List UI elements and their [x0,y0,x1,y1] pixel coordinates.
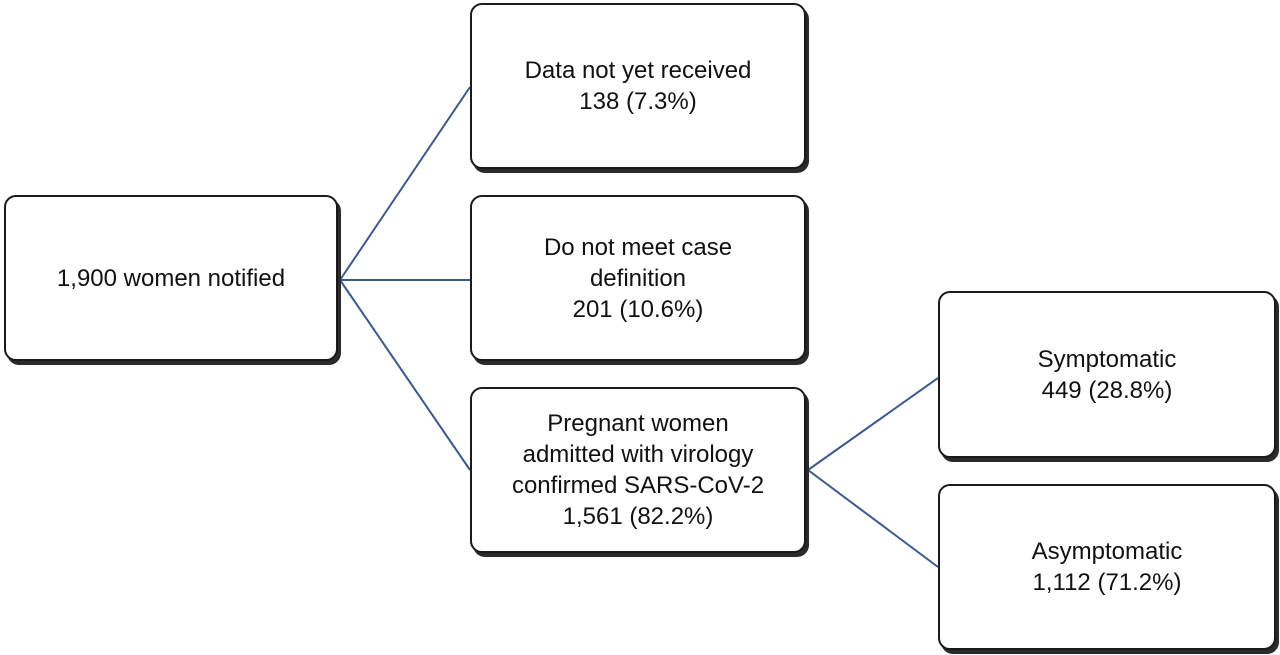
node-count: 138 (7.3%) [579,88,697,115]
connector-confirmed-to-asymptomatic [807,469,939,568]
node-count: 1,112 (71.2%) [1032,569,1182,596]
node-text-line: Do not meet case [543,233,733,261]
connector-root-to-confirmed [339,279,471,471]
node-count: 1,561 (82.2%) [562,503,714,530]
node-text-line: admitted with virology [522,441,754,468]
node-confirmed-sars-cov-2: Pregnant women admitted with virology co… [470,387,806,553]
node-women-notified: 1,900 women notified [4,195,338,361]
node-text-line: Symptomatic [1037,345,1177,373]
node-text-line: confirmed SARS-CoV-2 [511,472,765,499]
node-text-line: Asymptomatic [1031,538,1183,565]
node-text-line: Pregnant women [547,410,729,437]
node-text-line: 1,900 women notified [56,264,286,292]
node-data-not-received: Data not yet received 138 (7.3%) [470,3,806,169]
node-not-meet-definition: Do not meet case definition 201 (10.6%) [470,195,806,361]
node-text-line: definition [589,264,687,292]
connector-root-to-not-received [339,86,471,281]
node-text-line: Data not yet received [524,57,752,84]
connector-confirmed-to-symptomatic [807,377,939,471]
node-symptomatic: Symptomatic 449 (28.8%) [938,291,1276,458]
node-asymptomatic: Asymptomatic 1,112 (71.2%) [938,484,1276,650]
node-count: 201 (10.6%) [572,295,704,323]
node-count: 449 (28.8%) [1041,376,1173,404]
